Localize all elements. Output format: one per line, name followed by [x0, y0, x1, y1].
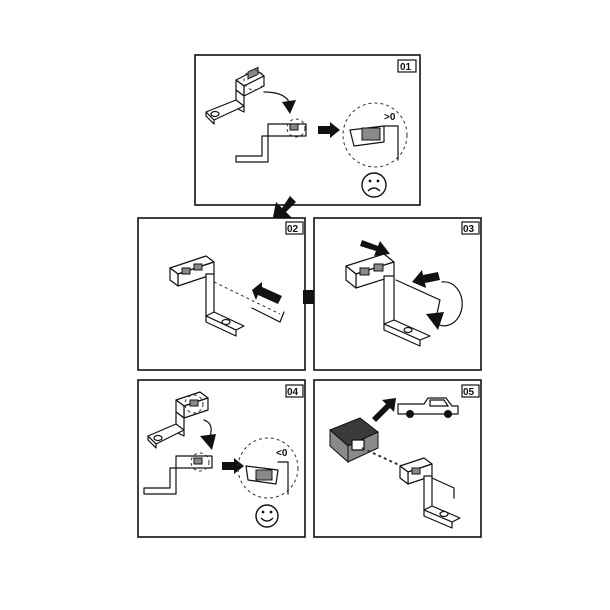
step-number-03: 03 — [463, 224, 475, 235]
indicator-greater-zero: >0 — [384, 112, 396, 123]
step-number-05: 05 — [463, 387, 475, 398]
smile-face-icon — [256, 505, 278, 527]
step-panel-03: 03 — [314, 218, 481, 370]
step-number-02: 02 — [287, 224, 299, 235]
step-panel-02: 02 — [138, 218, 305, 370]
frown-face-icon — [362, 173, 386, 197]
step-panel-05: 05 — [314, 380, 481, 537]
step-number-04: 04 — [287, 387, 299, 398]
step-panel-01: 01 >0 — [195, 55, 420, 205]
step-number-01: 01 — [400, 62, 412, 73]
step-panel-04: 04 <0 — [138, 380, 305, 537]
indicator-less-zero: <0 — [276, 448, 288, 459]
